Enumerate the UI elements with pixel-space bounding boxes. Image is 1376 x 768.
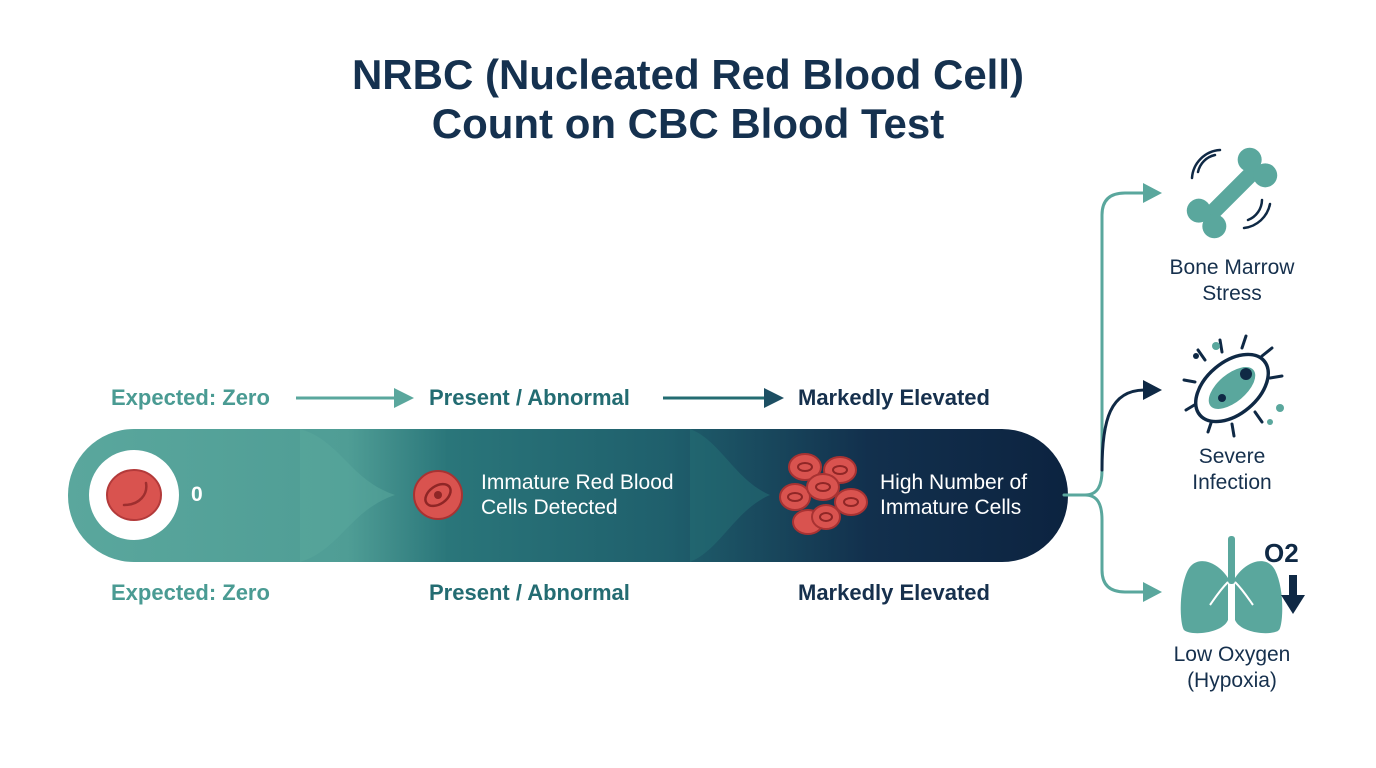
high-number-line-2: Immature Cells [880,496,1022,519]
immature-cells-line-1: Immature Red Blood [481,471,674,494]
outcome-severe-infection: Severe Infection [1142,444,1322,496]
top-stage-arrow-2 [663,388,784,408]
title-line-2: Count on CBC Blood Test [431,100,945,147]
oxygen-badge: O2 [1264,538,1299,568]
zero-count-value: 0 [191,483,203,506]
immature-cell-icon [413,470,463,520]
outcome-bone-marrow-stress: Bone Marrow Stress [1142,255,1322,307]
page-title: NRBC (Nucleated Red Blood Cell) Count on… [0,50,1376,148]
outcome-oxygen-line-2: (Hypoxia) [1187,669,1277,692]
stage-label-present-top: Present / Abnormal [429,385,630,410]
immature-cells-line-2: Cells Detected [481,496,618,519]
stage-label-expected-bottom: Expected: Zero [111,580,270,605]
immature-cells-description: Immature Red Blood Cells Detected [481,470,674,520]
outcome-bone-line-2: Stress [1202,282,1262,305]
section-divider-1 [300,429,395,562]
stage-label-expected-top: Expected: Zero [111,385,270,410]
outcome-oxygen-line-1: Low Oxygen [1173,643,1291,666]
stage-label-elevated-bottom: Markedly Elevated [798,580,990,605]
outcome-infection-line-2: Infection [1192,471,1272,494]
high-number-line-1: High Number of [880,471,1028,494]
outcome-branches [1062,191,1147,594]
section-divider-2 [690,429,770,562]
stage-label-present-bottom: Present / Abnormal [429,580,630,605]
stage-label-elevated-top: Markedly Elevated [798,385,990,410]
normal-cell-icon [89,450,179,540]
lungs-icon [1180,536,1305,634]
high-number-description: High Number of Immature Cells [880,470,1027,520]
title-line-1: NRBC (Nucleated Red Blood Cell) [351,51,1025,98]
outcome-infection-line-1: Severe [1198,445,1266,468]
outcome-low-oxygen: Low Oxygen (Hypoxia) [1142,642,1322,694]
bacteria-icon [1182,334,1284,438]
top-stage-arrow-1 [296,388,414,408]
outcome-bone-line-1: Bone Marrow [1169,256,1295,279]
cell-cluster-icon [779,453,868,535]
bone-icon [1186,147,1278,239]
